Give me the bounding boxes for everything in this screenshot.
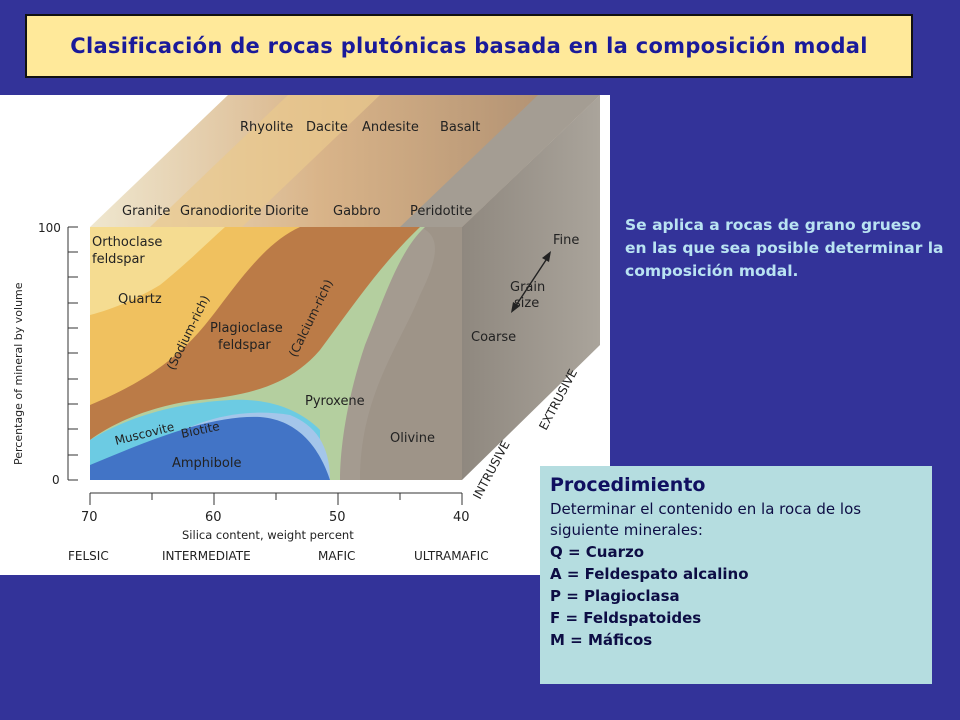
olivine-field <box>300 227 462 480</box>
label-gabbro: Gabbro <box>333 204 381 219</box>
y-axis-top: 100 <box>38 221 61 235</box>
label-fine: Fine <box>553 233 579 248</box>
grain-arrow-head-up <box>542 251 551 262</box>
label-dacite: Dacite <box>306 120 348 135</box>
label-andesite: Andesite <box>362 120 419 135</box>
grain-arrow <box>514 256 549 308</box>
y-axis-ticks <box>68 226 78 481</box>
grain-arrow-head-down <box>511 302 520 313</box>
label-grain: Grain <box>510 280 545 295</box>
procedure-list: Q = Cuarzo A = Feldespato alcalino P = P… <box>550 541 922 651</box>
label-olivine: Olivine <box>390 431 435 446</box>
label-rhyolite: Rhyolite <box>240 120 293 135</box>
y-axis-label: Percentage of mineral by volume <box>12 282 25 465</box>
label-diorite: Diorite <box>265 204 309 219</box>
x-tick-40: 40 <box>453 510 470 525</box>
x-tick-70: 70 <box>81 510 98 525</box>
procedure-item-m: M = Máficos <box>550 631 653 649</box>
diagram-svg: Rhyolite Dacite Andesite Basalt Granite … <box>12 95 600 563</box>
label-amphibole: Amphibole <box>172 456 241 471</box>
side-face <box>462 95 600 480</box>
label-orthoclase-feldspar: feldspar <box>92 252 145 267</box>
page-title: Clasificación de rocas plutónicas basada… <box>70 34 868 58</box>
orthoclase-field <box>90 227 225 315</box>
label-orthoclase: Orthoclase <box>92 235 162 250</box>
y-axis-bottom: 0 <box>52 473 60 487</box>
label-size: size <box>514 296 539 311</box>
category-mafic: MAFIC <box>318 549 355 563</box>
title-box: Clasificación de rocas plutónicas basada… <box>25 14 913 78</box>
label-quartz: Quartz <box>118 292 162 307</box>
label-granite: Granite <box>122 204 170 219</box>
applicability-note: Se aplica a rocas de grano grueso en las… <box>625 216 944 280</box>
procedure-item-q: Q = Cuarzo <box>550 543 645 561</box>
procedure-title: Procedimiento <box>550 474 706 496</box>
label-pyroxene: Pyroxene <box>305 394 365 409</box>
label-plagioclase: Plagioclase <box>210 321 283 336</box>
rock-classification-diagram: Rhyolite Dacite Andesite Basalt Granite … <box>0 95 610 575</box>
label-basalt: Basalt <box>440 120 480 135</box>
label-peridotite: Peridotite <box>410 204 472 219</box>
label-plagioclase-feldspar: feldspar <box>218 338 271 353</box>
procedure-item-a: A = Feldespato alcalino <box>550 565 749 583</box>
category-felsic: FELSIC <box>68 549 109 563</box>
procedure-box: Procedimiento Determinar el contenido en… <box>540 466 932 684</box>
category-ultramafic: ULTRAMAFIC <box>414 549 489 563</box>
x-tick-50: 50 <box>329 510 346 525</box>
category-intermediate: INTERMEDIATE <box>162 549 251 563</box>
label-granodiorite: Granodiorite <box>180 204 261 219</box>
x-axis-label: Silica content, weight percent <box>182 528 354 542</box>
label-coarse: Coarse <box>471 330 516 345</box>
x-axis-ticks <box>89 493 463 505</box>
top-face-olivine-band <box>400 95 600 227</box>
procedure-description: Determinar el contenido en la roca de lo… <box>550 500 862 539</box>
x-tick-60: 60 <box>205 510 222 525</box>
procedure-item-p: P = Plagioclasa <box>550 587 680 605</box>
amphibole-field <box>90 416 330 480</box>
procedure-item-f: F = Feldspatoides <box>550 609 702 627</box>
top-face-quartz-band <box>150 95 380 227</box>
